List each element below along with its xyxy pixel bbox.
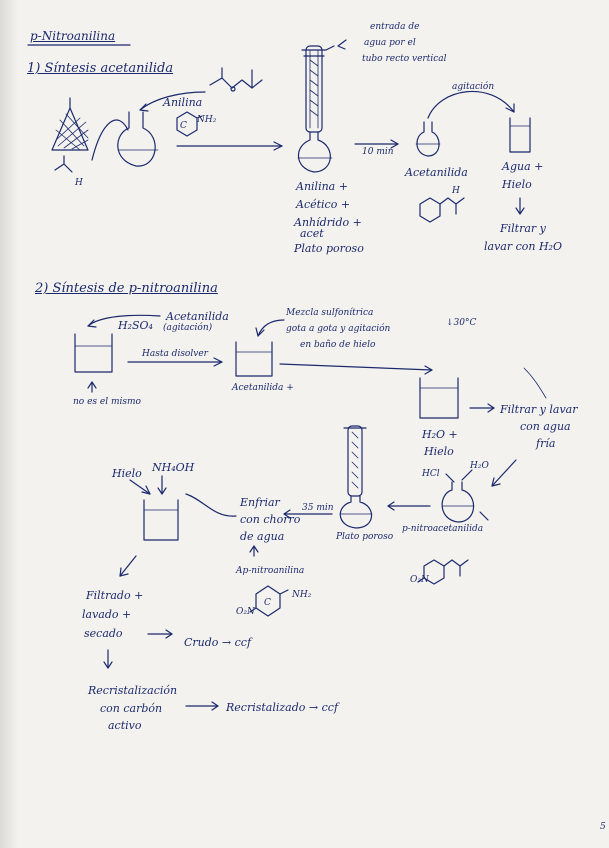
ring-c-2: C xyxy=(264,598,271,608)
page-number: 5 xyxy=(600,822,606,832)
section2-heading: 2) Síntesis de p-nitroanilina xyxy=(35,281,218,296)
reflux-condenser-2 xyxy=(339,425,373,529)
water-ice-2-2: Hielo xyxy=(424,445,454,458)
beaker-2d xyxy=(143,499,179,541)
recryst-3: activo xyxy=(108,719,142,732)
cooling-1: Enfriar xyxy=(240,496,280,509)
sulfonitric-1: Mezcla sulfonítrica xyxy=(286,308,374,318)
step1-acetanilide: Acetanilida xyxy=(166,310,229,323)
condenser-note-2: agua por el xyxy=(364,38,416,48)
reflux-condenser xyxy=(297,39,347,173)
filtered-2: lavado + xyxy=(82,608,132,621)
h2o-label: H₂O xyxy=(470,461,489,471)
recryst-2: con carbón xyxy=(100,702,163,715)
acetic-anhydride-sketch xyxy=(209,67,263,92)
step1-stirring: (agitación) xyxy=(163,323,213,333)
beaker-2c xyxy=(419,377,459,419)
flask-contents-2: Acético + xyxy=(296,198,351,211)
heating-mantle-sketch xyxy=(51,97,89,151)
nh2-label: NH₂ xyxy=(197,115,217,125)
dissolve-label: Hasta disolver xyxy=(142,349,208,359)
recryst-1: Recristalización xyxy=(88,684,178,697)
flask-contents-3: Anhídrido + xyxy=(294,216,362,229)
reflux-time: 35 min xyxy=(302,503,334,513)
flask-contents-1: Anilina + xyxy=(296,180,348,193)
ring-c-label: C xyxy=(180,121,187,131)
round-flask-2 xyxy=(415,121,441,157)
water-ice-1: Agua + xyxy=(502,160,544,173)
page-title: p-Nitroanilina xyxy=(30,29,116,43)
product-label: Ap-nitroanilina xyxy=(236,566,305,576)
intermediate-label: p-nitroacetanilida xyxy=(402,524,484,534)
hcl-label: HCl xyxy=(422,469,440,479)
filtered-3: secado xyxy=(84,627,123,640)
water-ice-2: Hielo xyxy=(502,178,532,191)
filtered-1: Filtrado + xyxy=(86,589,144,602)
sulfonitric-2: gota a gota y agitación xyxy=(286,324,391,334)
filter-label-2: lavar con H₂O xyxy=(484,240,562,253)
flask-contents-4: acet xyxy=(300,227,324,240)
temperature-label: ↓30°C xyxy=(446,318,477,328)
o2n-label-2: O₂N xyxy=(236,607,255,617)
crude-label: Crudo → ccf xyxy=(184,636,252,649)
nitroaniline-structure xyxy=(249,585,289,617)
cooling-3: de agua xyxy=(240,530,285,543)
stirring-label: agitación xyxy=(452,82,495,92)
filter-wash-3: fría xyxy=(536,437,556,450)
acetanilide-label: Acetanilida xyxy=(405,166,468,179)
beaker-1 xyxy=(509,117,531,153)
h2so4-label: H₂SO₄ xyxy=(118,319,153,332)
beaker-2a xyxy=(74,333,113,373)
flask-contents-5: Plato poroso xyxy=(294,242,364,255)
nh-label: H xyxy=(452,186,460,196)
filter-wash-1: Filtrar y lavar xyxy=(500,403,578,416)
aldehyde-sketch xyxy=(54,155,73,173)
mixture-label: Acetanilida + xyxy=(232,383,294,393)
recrystallized-label: Recristalizado → ccf xyxy=(226,701,339,714)
not-same-note: no es el mismo xyxy=(73,397,141,407)
cooling-2: con chorro xyxy=(240,513,301,526)
nh4oh-label: NH₄OH xyxy=(152,461,195,474)
condenser-note-1: entrada de xyxy=(370,22,420,32)
time-10min: 10 min xyxy=(362,147,394,157)
beaker-2b xyxy=(235,341,273,377)
acetanilide-structure xyxy=(419,197,465,223)
aniline-label: Anilina xyxy=(163,96,203,109)
aldehyde-h-label: H xyxy=(75,178,83,188)
water-ice-2-1: H₂O + xyxy=(422,428,458,441)
ice-label: Hielo xyxy=(112,467,142,480)
round-flask-1 xyxy=(117,111,159,167)
section1-heading: 1) Síntesis acetanilida xyxy=(27,61,174,76)
filter-wash-2: con agua xyxy=(520,420,571,433)
boiling-chips: Plato poroso xyxy=(336,532,394,542)
o2n-label-1: O₂N xyxy=(410,575,429,585)
filter-label-1: Filtrar y xyxy=(500,222,546,235)
aniline-ring-sketch xyxy=(176,111,203,137)
nitroacetanilide-structure xyxy=(417,559,469,585)
nh2-2: NH₂ xyxy=(292,590,312,600)
round-flask-3 xyxy=(441,481,475,523)
condenser-note-3: tubo recto vertical xyxy=(362,54,447,64)
sulfonitric-3: en baño de hielo xyxy=(300,340,376,350)
